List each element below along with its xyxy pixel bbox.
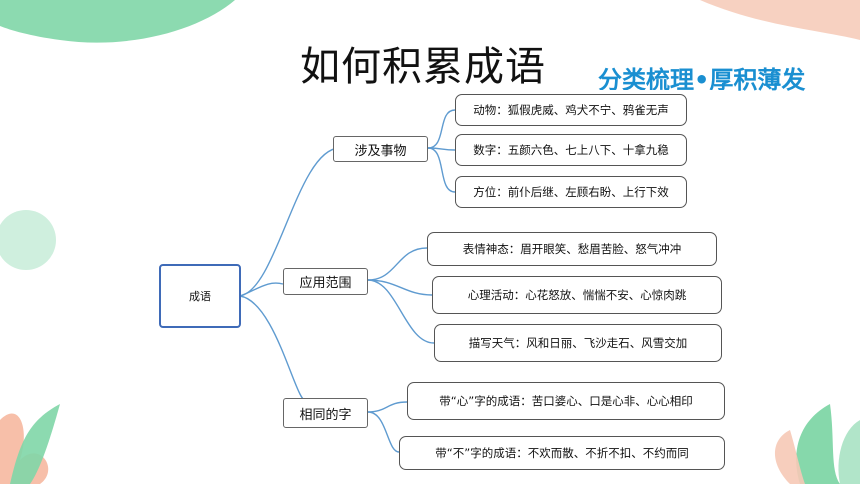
root-label: 成语	[189, 290, 211, 303]
leaf-label: 带“心”字的成语：苦口婆心、口是心非、心心相印	[439, 394, 693, 408]
slide-title: 如何积累成语	[300, 44, 546, 90]
leaf-node: 描写天气：风和日丽、飞沙走石、风雪交加	[434, 324, 722, 362]
category-label: 应用范围	[299, 276, 352, 291]
slide-subtitle: 分类梳理•厚积薄发	[598, 66, 806, 94]
category-node: 应用范围	[283, 268, 368, 295]
leaf-node: 表情神态：眉开眼笑、愁眉苦脸、怒气冲冲	[427, 232, 717, 266]
leaf-label: 描写天气：风和日丽、飞沙走石、风雪交加	[468, 336, 688, 350]
leaf-node: 带“心”字的成语：苦口婆心、口是心非、心心相印	[407, 382, 725, 420]
leaf-node: 数字：五颜六色、七上八下、十拿九稳	[455, 134, 687, 166]
leaf-node: 动物：狐假虎威、鸡犬不宁、鸦雀无声	[455, 94, 687, 126]
mindmap-panel: 成语 涉及事物 应用范围 相同的字 动物：狐假虎威、鸡犬不宁、鸦雀无声 数字：五…	[147, 90, 733, 474]
leaf-label: 动物：狐假虎威、鸡犬不宁、鸦雀无声	[473, 103, 669, 117]
mindmap-root: 成语	[159, 264, 241, 328]
leaf-node: 方位：前仆后继、左顾右盼、上行下效	[455, 176, 687, 208]
leaf-node: 心理活动：心花怒放、惴惴不安、心惊肉跳	[432, 276, 722, 314]
leaf-label: 方位：前仆后继、左顾右盼、上行下效	[473, 185, 669, 199]
leaf-node: 带“不”字的成语：不欢而散、不折不扣、不约而同	[399, 436, 725, 470]
category-node: 涉及事物	[333, 136, 428, 162]
category-label: 涉及事物	[354, 143, 407, 159]
category-node: 相同的字	[283, 398, 368, 428]
leaf-label: 表情神态：眉开眼笑、愁眉苦脸、怒气冲冲	[462, 242, 682, 256]
leaf-label: 带“不”字的成语：不欢而散、不折不扣、不约而同	[435, 446, 689, 460]
leaf-label: 心理活动：心花怒放、惴惴不安、心惊肉跳	[467, 288, 687, 302]
leaf-label: 数字：五颜六色、七上八下、十拿九稳	[473, 143, 669, 157]
category-label: 相同的字	[299, 407, 352, 423]
